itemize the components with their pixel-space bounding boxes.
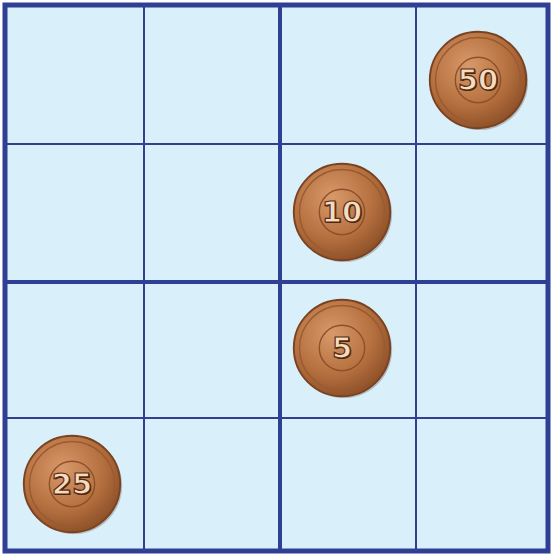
- grid-lines: [5, 5, 548, 551]
- coin-value: 10: [290, 160, 394, 264]
- coin-value: 50: [426, 28, 530, 132]
- grid-ground: [5, 5, 548, 551]
- coin: 50: [426, 28, 530, 132]
- coin-value: 5: [290, 296, 394, 400]
- coin: 5: [290, 296, 394, 400]
- coin: 25: [20, 432, 124, 536]
- coin: 10: [290, 160, 394, 264]
- coin-value: 25: [20, 432, 124, 536]
